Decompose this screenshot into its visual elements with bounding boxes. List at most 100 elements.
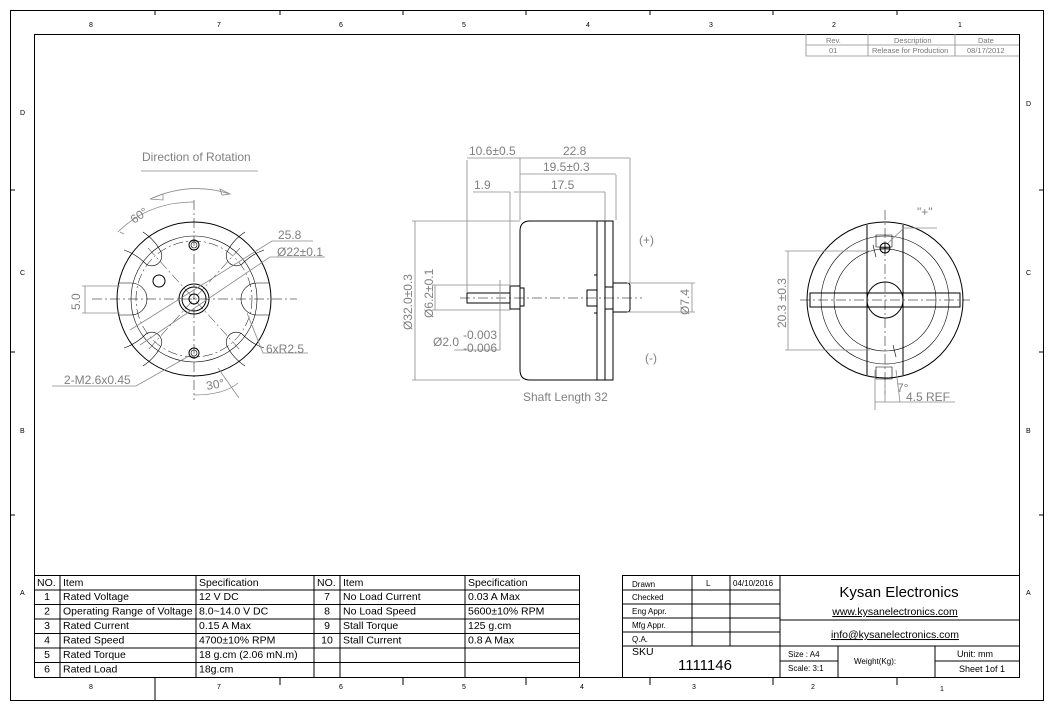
side-view: 10.6±0.5 22.8 19.5±0.3 1.9 17.5 Ø32.0±0.… xyxy=(401,144,695,404)
dim-7.4-dia: Ø7.4 xyxy=(678,289,692,315)
drawn-by: L xyxy=(706,579,711,588)
spec-cell: Rated Current xyxy=(63,620,129,632)
spec-cell: No Load Speed xyxy=(343,606,416,618)
sku-value: 1111146 xyxy=(678,657,732,674)
dim-60deg: 60° xyxy=(128,204,151,226)
checked-label: Checked xyxy=(632,593,664,602)
sku-label: SKU xyxy=(632,646,654,658)
zone-labels: 8 7 6 5 4 3 2 1 8 7 6 5 4 3 2 1 D C B A … xyxy=(20,22,1031,693)
description-value: Release for Production xyxy=(872,46,948,55)
dim-22.8: 22.8 xyxy=(563,144,587,158)
size-value: Size : A4 xyxy=(788,650,820,659)
dim-7deg: 7° xyxy=(897,381,909,395)
rear-view: "+" 20.3 ±0.3 7° 4.5 REF xyxy=(775,205,970,410)
dim-6.2-dia: Ø6.2±0.1 xyxy=(422,268,436,318)
spec-cell: 12 V DC xyxy=(199,591,239,603)
spec-row-number: 10 xyxy=(321,635,333,647)
spec-cell: Stall Torque xyxy=(343,620,398,632)
zone-bottom-1: 1 xyxy=(940,686,944,693)
spec-cell: Rated Torque xyxy=(63,649,126,661)
zone-top-3: 3 xyxy=(709,22,713,29)
dim-30deg: 30° xyxy=(205,376,225,393)
spec-cell: 125 g.cm xyxy=(468,620,511,632)
spec-cell: 4700±10% RPM xyxy=(199,635,275,647)
spec-cell: Rated Speed xyxy=(63,635,124,647)
drawn-date: 04/10/2016 xyxy=(733,579,774,588)
rotation-title: Direction of Rotation xyxy=(142,150,251,164)
zone-top-8: 8 xyxy=(89,22,93,29)
dim-20.3: 20.3 ±0.3 xyxy=(775,278,789,328)
spec-header: Specification xyxy=(199,577,259,589)
rev-value: 01 xyxy=(829,46,837,55)
zone-top-4: 4 xyxy=(586,22,590,29)
plus-marking: "+" xyxy=(917,205,933,219)
unit-value: Unit: mm xyxy=(957,649,993,659)
zone-bottom-2: 2 xyxy=(811,684,815,691)
email-link[interactable]: info@kysanelectronics.com xyxy=(831,629,959,641)
title-block: Drawn L 04/10/2016 Checked Eng Appr. Mfg… xyxy=(622,575,1020,678)
spec-row-number: 2 xyxy=(44,606,50,618)
spec-cell: No Load Current xyxy=(343,591,421,603)
zone-right-C: C xyxy=(1026,270,1031,277)
dim-19.5: 19.5±0.3 xyxy=(543,160,590,174)
zone-top-2: 2 xyxy=(832,22,836,29)
zone-left-B: B xyxy=(20,428,25,435)
zone-left-A: A xyxy=(20,590,25,597)
dim-32-dia: Ø32.0±0.3 xyxy=(401,274,415,330)
spec-cell: Rated Load xyxy=(63,664,117,676)
eng-appr-label: Eng Appr. xyxy=(632,607,667,616)
mfg-appr-label: Mfg Appr. xyxy=(632,621,666,630)
dim-2.0-dia: Ø2.0 xyxy=(433,335,459,349)
spec-cell: 18 g.cm (2.06 mN.m) xyxy=(199,649,298,661)
date-header: Date xyxy=(978,36,994,45)
dim-25.8: 25.8 xyxy=(278,228,302,242)
shaft-length-note: Shaft Length 32 xyxy=(523,390,608,404)
spec-row-number: 9 xyxy=(324,620,330,632)
zone-right-B: B xyxy=(1026,428,1031,435)
spec-header: Item xyxy=(343,577,364,589)
zone-bottom-7: 7 xyxy=(217,684,221,691)
revision-block: Rev. Description Date 01 Release for Pro… xyxy=(805,34,1019,57)
scale-value: Scale: 3:1 xyxy=(788,664,824,673)
website-link[interactable]: www.kysanelectronics.com xyxy=(831,606,958,618)
dim-4.5-ref: 4.5 REF xyxy=(906,390,950,404)
dim-22-dia: Ø22±0.1 xyxy=(277,245,323,259)
sheet-value: Sheet 1of 1 xyxy=(959,664,1005,674)
outer-frame xyxy=(10,10,1044,701)
zone-top-7: 7 xyxy=(217,22,221,29)
date-value: 08/17/2012 xyxy=(967,46,1005,55)
spec-row-number: 4 xyxy=(44,635,50,647)
spec-header: NO. xyxy=(317,577,336,589)
plus-terminal-label: (+) xyxy=(639,233,654,247)
zone-right-A: A xyxy=(1026,590,1031,597)
spec-header: Specification xyxy=(468,577,528,589)
dim-2.0-upper-tol: -0.003 xyxy=(463,328,497,342)
zone-bottom-8: 8 xyxy=(89,684,93,691)
spec-cell: Rated Voltage xyxy=(63,591,129,603)
front-view: Direction of Rotation 60° 25.8 Ø22±0.1 5… xyxy=(52,150,325,400)
spec-row-number: 6 xyxy=(44,664,50,676)
spec-cell: 18g.cm xyxy=(199,664,234,676)
dim-17.5: 17.5 xyxy=(551,178,575,192)
spec-cell: 5600±10% RPM xyxy=(468,606,544,618)
spec-header: Item xyxy=(63,577,84,589)
zone-bottom-3: 3 xyxy=(692,684,696,691)
spec-table-text: NO. Item Specification NO. Item Specification… xyxy=(37,577,544,676)
spec-cell: 0.8 A Max xyxy=(468,635,515,647)
dim-2.0-lower-tol: -0.006 xyxy=(463,341,497,355)
zone-bottom-4: 4 xyxy=(580,684,584,691)
dim-6xR2.5: 6xR2.5 xyxy=(266,342,304,356)
drawn-label: Drawn xyxy=(632,580,655,589)
dim-1.9: 1.9 xyxy=(474,178,491,192)
description-header: Description xyxy=(894,36,932,45)
dim-m2.6-thread: 2-M2.6x0.45 xyxy=(64,373,131,387)
zone-bottom-6: 6 xyxy=(339,684,343,691)
qa-label: Q.A. xyxy=(632,635,648,644)
zone-left-C: C xyxy=(20,270,25,277)
zone-left-D: D xyxy=(20,110,25,117)
spec-row-number: 8 xyxy=(324,606,330,618)
spec-cell: 0.15 A Max xyxy=(199,620,252,632)
spec-cell: 8.0~14.0 V DC xyxy=(199,606,269,618)
spec-header: NO. xyxy=(37,577,56,589)
